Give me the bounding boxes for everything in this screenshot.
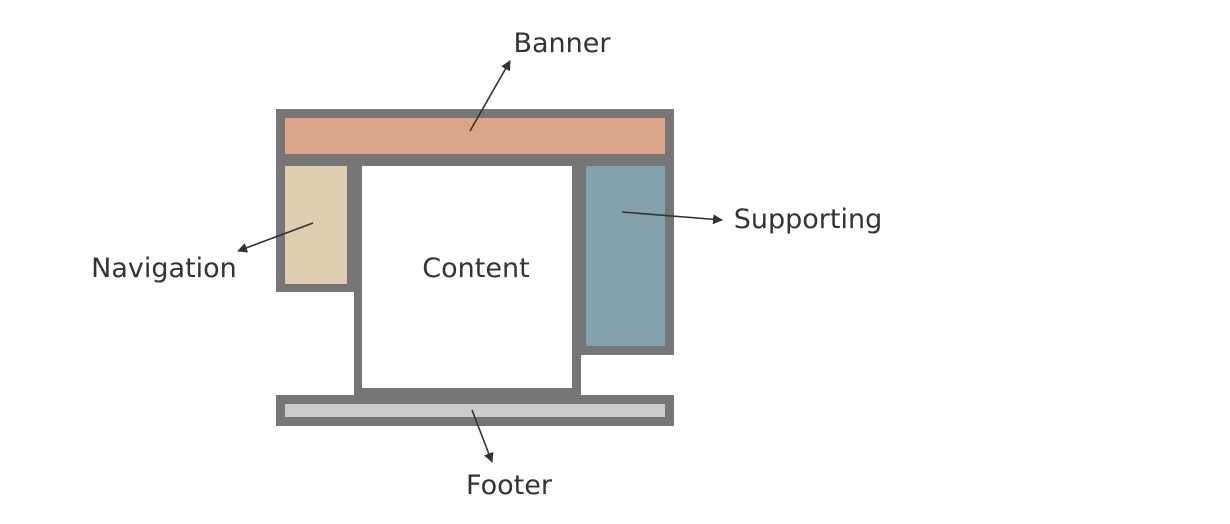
banner-label: Banner bbox=[513, 28, 611, 59]
arrows bbox=[237, 60, 723, 463]
content-region bbox=[362, 166, 572, 388]
footer-region bbox=[285, 404, 665, 417]
content-label: Content bbox=[422, 253, 529, 284]
banner-region bbox=[285, 118, 665, 154]
supporting-arrow bbox=[621, 211, 723, 225]
banner-arrow bbox=[469, 60, 511, 132]
footer-arrow bbox=[471, 409, 494, 463]
navigation-region bbox=[285, 166, 347, 284]
supporting-label: Supporting bbox=[734, 204, 883, 235]
navigation-label: Navigation bbox=[91, 253, 237, 284]
supporting-region bbox=[586, 166, 665, 346]
navigation-arrow bbox=[237, 222, 314, 253]
footer-label: Footer bbox=[466, 470, 553, 501]
